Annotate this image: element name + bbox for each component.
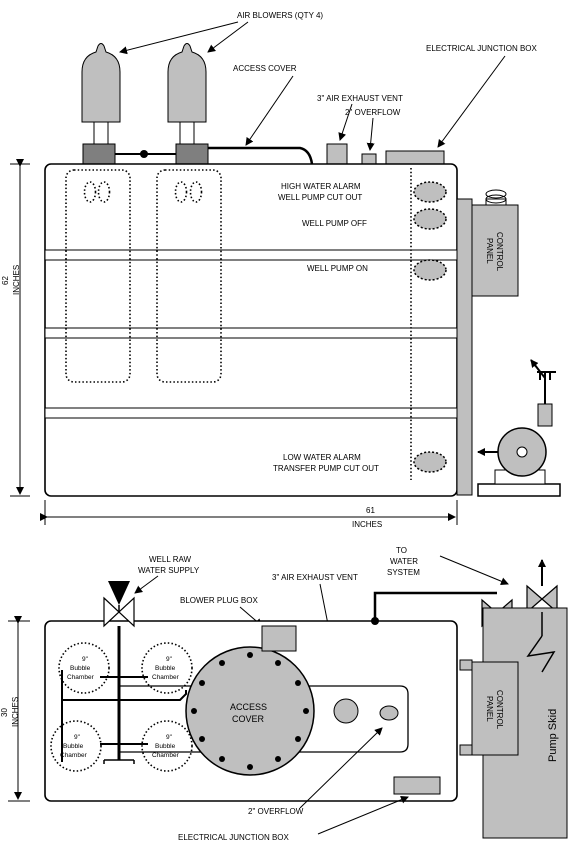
check-valve-icon	[526, 559, 558, 614]
bubble-chamber-4: 9" Bubble Chamber	[141, 720, 193, 772]
bottom-air-exhaust-vent-label: 3" AIR EXHAUST VENT	[272, 573, 358, 582]
to-water-label-2: WATER	[390, 557, 418, 566]
to-water-label-3: SYSTEM	[387, 568, 420, 577]
svg-text:CONTROL: CONTROL	[495, 232, 504, 272]
svg-text:PANEL: PANEL	[485, 696, 494, 722]
depth-unit-label: INCHES	[11, 697, 20, 727]
height-unit-label: INCHES	[12, 265, 21, 295]
svg-text:9": 9"	[166, 734, 173, 741]
svg-text:Bubble: Bubble	[63, 743, 84, 750]
svg-text:Bubble: Bubble	[155, 665, 176, 672]
svg-text:Chamber: Chamber	[60, 752, 88, 759]
well-raw-label-2: WATER SUPPLY	[138, 566, 200, 575]
svg-text:9": 9"	[166, 656, 173, 663]
pump-icon	[477, 359, 561, 497]
float-switches	[413, 181, 447, 473]
well-raw-label-1: WELL RAW	[149, 555, 192, 564]
bottom-junction-box-label: ELECTRICAL JUNCTION BOX	[178, 833, 289, 842]
to-water-label-1: TO	[396, 546, 407, 555]
plan-control-panel-text: CONTROL PANEL	[485, 690, 504, 730]
access-cover-label: ACCESS COVER	[233, 64, 297, 73]
well-pump-cut-out-label: WELL PUMP CUT OUT	[278, 193, 362, 202]
well-pump-on-label: WELL PUMP ON	[307, 264, 368, 273]
access-cover-plan-label-1: ACCESS	[230, 702, 267, 712]
low-water-alarm-label: LOW WATER ALARM	[283, 453, 361, 462]
depth-value-label: 30	[0, 708, 9, 717]
air-blower-1	[81, 43, 121, 167]
inlet-valve-icon	[103, 581, 135, 764]
top-view: AIR BLOWERS (QTY 4) ACCESS COVER ELECTRI…	[1, 11, 561, 529]
air-blower-2	[167, 43, 209, 167]
svg-text:Chamber: Chamber	[152, 752, 180, 759]
bubble-chamber-1: 9" Bubble Chamber	[58, 642, 110, 694]
svg-text:9": 9"	[74, 734, 81, 741]
overflow-label: 2" OVERFLOW	[345, 108, 401, 117]
plan-view: WELL RAW WATER SUPPLY TO WATER SYSTEM 3"…	[0, 546, 568, 842]
plan-control-panel	[471, 661, 519, 756]
electrical-junction-box-label: ELECTRICAL JUNCTION BOX	[426, 44, 537, 53]
blower-plug-box-label: BLOWER PLUG BOX	[180, 596, 258, 605]
width-unit-label: INCHES	[352, 520, 382, 529]
top-control-panel-text: CONTROL PANEL	[485, 232, 504, 272]
svg-text:PANEL: PANEL	[485, 238, 494, 264]
coil-icon	[485, 189, 507, 206]
air-blowers-label: AIR BLOWERS (QTY 4)	[237, 11, 323, 20]
height-value-label: 62	[1, 276, 10, 285]
svg-text:Chamber: Chamber	[67, 674, 95, 681]
width-value-label: 61	[366, 506, 375, 515]
well-pump-off-label: WELL PUMP OFF	[302, 219, 367, 228]
high-water-alarm-label: HIGH WATER ALARM	[281, 182, 361, 191]
svg-text:Bubble: Bubble	[155, 743, 176, 750]
bubble-chamber-2: 9" Bubble Chamber	[141, 642, 193, 694]
access-cover-plan: ACCESS COVER	[185, 646, 315, 776]
svg-text:Bubble: Bubble	[70, 665, 91, 672]
pump-skid-label: Pump Skid	[547, 709, 559, 762]
air-exhaust-vent-label: 3" AIR EXHAUST VENT	[317, 94, 403, 103]
bottom-overflow-label: 2" OVERFLOW	[248, 807, 304, 816]
access-cover-plan-label-2: COVER	[232, 714, 265, 724]
svg-text:9": 9"	[82, 656, 89, 663]
transfer-pump-cut-out-label: TRANSFER PUMP CUT OUT	[273, 464, 379, 473]
svg-text:CONTROL: CONTROL	[495, 690, 504, 730]
bubble-chamber-3: 9" Bubble Chamber	[50, 720, 102, 772]
svg-text:Chamber: Chamber	[152, 674, 180, 681]
